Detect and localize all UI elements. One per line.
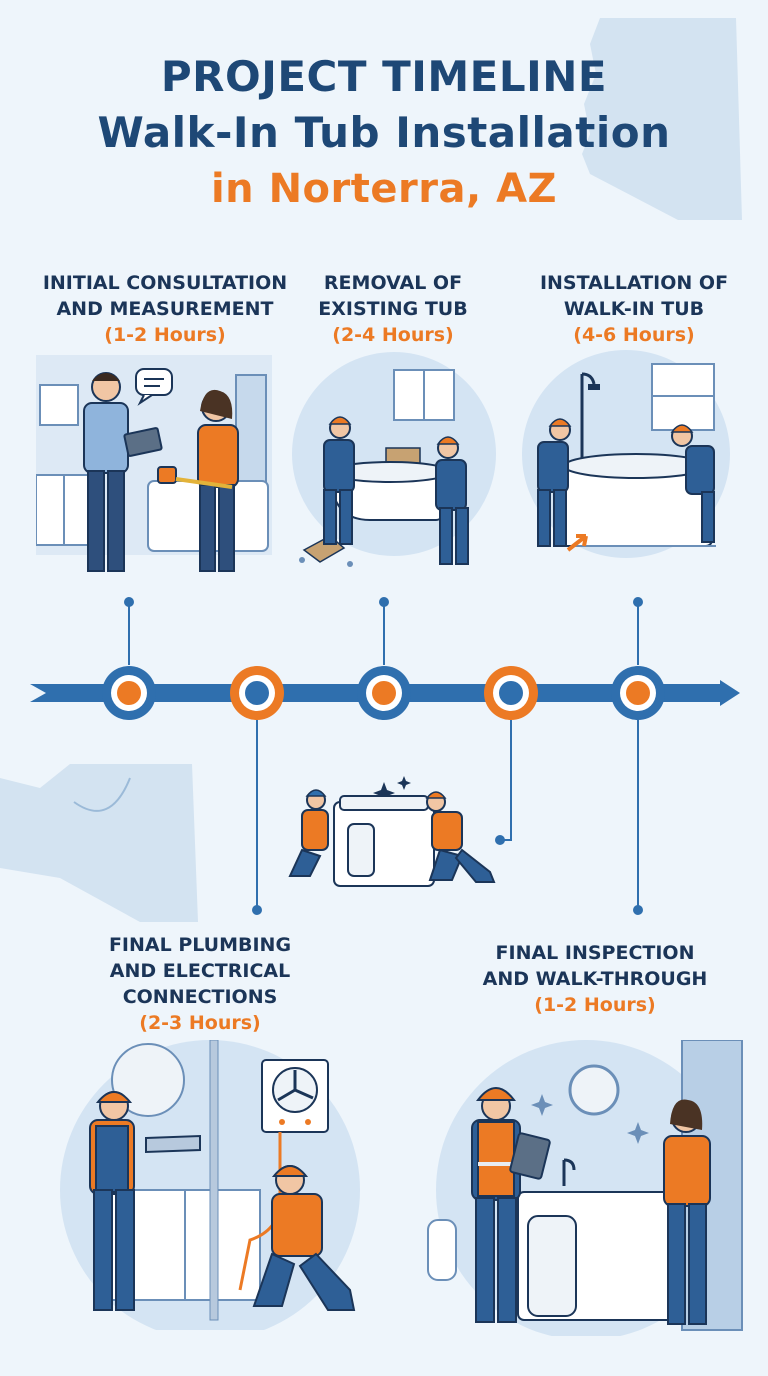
timeline-node-4 [484,666,538,720]
step-4-label: FINAL PLUMBING AND ELECTRICAL CONNECTION… [60,932,340,1036]
timeline-node-3 [357,666,411,720]
tape-measure-icon [157,466,233,489]
arrow-icon [566,534,588,552]
sparkle-icon [373,776,411,804]
exhaust-fan-icon [261,1059,329,1133]
scene-tub-removal [292,352,496,567]
arizona-map-icon [0,764,198,922]
step-2-duration: (2-4 Hours) [332,324,454,346]
timeline-node-1 [102,666,156,720]
scene-final-inspection [427,1040,743,1336]
sparkle-icon [531,1094,649,1144]
scene-plumbing-electrical [60,1040,360,1330]
step-1-duration: (1-2 Hours) [104,324,226,346]
scene-consultation [36,355,272,572]
step-5-label: FINAL INSPECTION AND WALK-THROUGH (1-2 H… [460,940,730,1018]
step-4-duration: (2-3 Hours) [139,1012,261,1034]
speech-bubble-icon [135,368,173,406]
step-2-label: REMOVAL OF EXISTING TUB (2-4 Hours) [288,270,498,348]
timeline-node-2 [230,666,284,720]
step-5-duration: (1-2 Hours) [534,994,656,1016]
title-line-1: PROJECT TIMELINE [160,52,608,101]
timeline-node-5 [611,666,665,720]
scene-tub-installation [522,350,730,558]
clipboard-icon [123,427,163,457]
title-line-2: Walk-In Tub Installation [97,108,671,157]
step-1-label: INITIAL CONSULTATION AND MEASUREMENT (1-… [20,270,310,348]
step-3-label: INSTALLATION OF WALK-IN TUB (4-6 Hours) [510,270,758,348]
shower-head-icon [580,372,600,460]
scene-tub-leveling [288,776,496,887]
step-3-duration: (4-6 Hours) [573,324,695,346]
clipboard-icon [509,1132,551,1180]
timeline [30,597,740,915]
title-location: in Norterra, AZ [210,166,558,212]
arizona-map-icon [582,18,742,220]
